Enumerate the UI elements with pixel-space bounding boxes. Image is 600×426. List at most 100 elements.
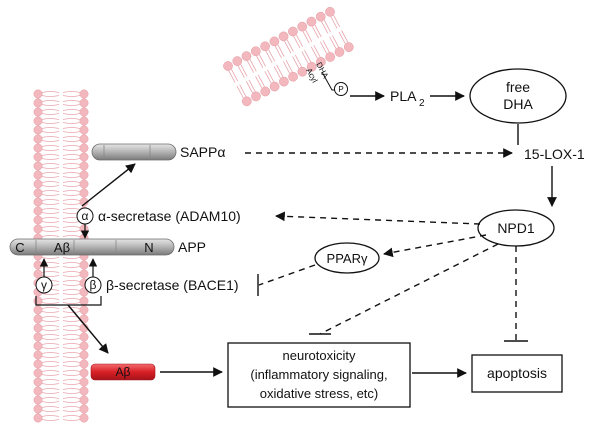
lipid-head [33,161,43,171]
lipid-head [241,51,252,61]
lipid-head [33,134,43,144]
lox-label: 15-LOX-1 [524,146,585,162]
lipid-tail [62,226,81,232]
lipid-tail [41,334,60,340]
lipid-head [33,116,43,126]
lipid-tail [245,79,256,94]
lipid-tail [236,84,247,99]
lipid-tail [41,226,60,232]
lipid-tail [62,397,81,403]
apoptosis-box: apoptosis [471,354,563,393]
phosphate-circle [334,82,348,96]
lipid-head [33,323,43,333]
lipid-tail [62,136,81,142]
lipid-head [79,269,89,279]
lipid-head [288,26,298,37]
lipid-tail [62,388,81,394]
lipid-head [79,350,89,360]
lipid-head [343,42,354,52]
lipid-tail [62,172,81,178]
lipid-tail [41,343,60,349]
lipid-head [260,41,270,52]
lipid-head [33,386,43,396]
lipid-head [79,368,89,378]
lipid-head [33,197,43,207]
npd1-node: NPD1 [477,209,555,247]
lipid-tail [41,208,60,214]
lipid-tail [62,289,81,295]
lipid-head [325,6,335,17]
lipid-head [33,107,43,117]
lipid-head [33,188,43,198]
lipid-tail [311,24,322,39]
lipid-tail [41,406,60,412]
lipid-tail [265,49,276,64]
lipid-head [79,305,89,315]
lipid-tail [62,181,81,187]
lipid-tail [62,262,81,268]
lipid-tail [41,181,60,187]
lipid-tail [41,172,60,178]
lipid-head [79,125,89,135]
lipid-head [79,341,89,351]
lipid-tail [264,69,275,84]
lipid-tail [283,59,293,74]
lipid-tail [62,199,81,205]
lipid-head [33,413,43,423]
lipid-tail [62,91,81,97]
lipid-tail [301,50,312,64]
lipid-head [79,179,89,189]
lipid-head [79,224,89,234]
inhibition-npd1-to-neurotoxicity [319,243,499,335]
lipid-tail [62,109,81,115]
lipid-tail [330,14,341,29]
beta-secretase-label: β-secretase (BACE1) [106,277,239,293]
lipid-head [79,170,89,180]
lipid-tail [62,406,81,412]
svg-text:γ: γ [41,278,47,292]
lipid-head [269,81,280,92]
cell-membrane-bilayer [33,89,89,423]
lipid-head [297,21,308,32]
lipid-tail [41,307,60,313]
arrow-npd1-to-ppar [383,234,487,258]
lipid-tail [41,163,60,169]
lipid-tail [310,45,321,59]
lipid-head [79,413,89,423]
lipid-tail [284,39,294,54]
lipid-head [79,332,89,342]
lipid-head [33,404,43,414]
lipid-head [33,224,43,234]
ppar-gamma-label: PPARγ [327,251,368,266]
inhibition-ppar-to-beta [258,264,316,286]
lipid-head [232,56,243,66]
lipid-head [334,47,345,57]
lipid-tail [41,352,60,358]
lipid-tail [338,30,349,44]
lipid-tail [62,163,81,169]
free-dha-line1: free [506,79,530,95]
lipid-head [33,206,43,216]
lipid-tail [292,54,302,69]
neurotoxicity-box: neurotoxicity (inflammatory signaling, o… [227,342,411,408]
lipid-head [33,125,43,135]
lipid-head [33,215,43,225]
lipid-tail [41,325,60,331]
arrow-npd1-to-alpha-secretase [275,211,481,225]
abeta-fragment-label: Aβ [116,365,131,379]
lipid-head [297,66,308,77]
lipid-head [33,260,43,270]
lipid-head [33,314,43,324]
sapp-alpha-label: SAPPα [180,144,225,160]
lipid-head [279,76,289,87]
app-label: APP [178,239,206,255]
app-protein: C Aβ N [9,238,175,256]
lipid-tail [41,118,60,124]
lipid-head [33,350,43,360]
free-dha-node: free DHA [469,68,567,124]
phospholipid-bilayer-top [223,6,354,107]
lipid-head [223,61,233,71]
alpha-secretase-label: α-secretase (ADAM10) [98,208,241,224]
lipid-tail [41,190,60,196]
